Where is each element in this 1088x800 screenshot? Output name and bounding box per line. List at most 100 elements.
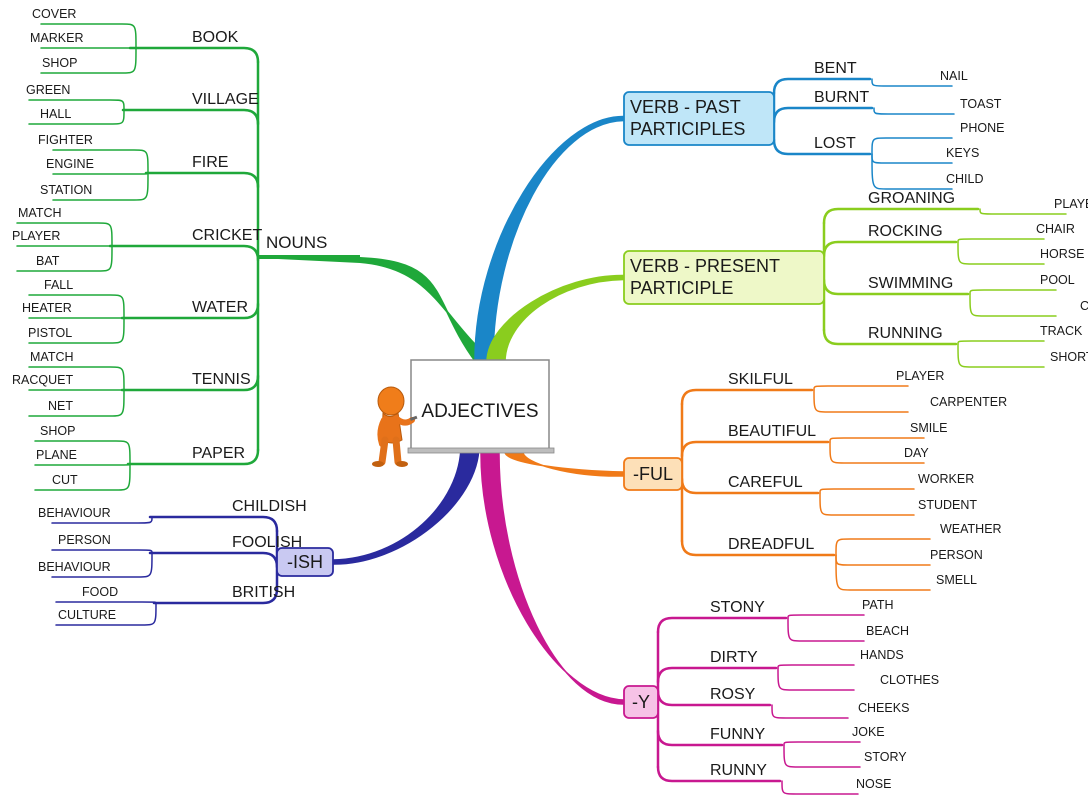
child-label-4-2: CAREFUL [728,474,803,491]
child-label-3-2: SWIMMING [868,275,953,292]
child-label-0-2: FIRE [192,154,228,171]
leaf-connector-5-0-1 [787,617,865,642]
leaf-connector-3-2-1 [969,293,1057,317]
leaf-connector-0-1-1 [28,109,125,125]
leaf-label-5-3-0: JOKE [852,725,885,739]
child-connector-4-0 [680,388,814,406]
child-connector-0-5 [120,374,260,392]
central-topic: ADJECTIVES [372,359,555,467]
leaf-connector-1-0-0 [51,516,153,524]
leaf-connector-4-1-0 [829,437,925,443]
leaf-label-3-3-0: TRACK [1040,324,1083,338]
child-connector-5-1 [656,666,778,684]
leaf-label-0-3-1: PLAYER [12,229,60,243]
leaf-connector-0-3-2 [16,245,113,272]
branch-box-2[interactable] [623,91,775,146]
leaf-connector-2-2-2 [871,153,953,190]
leaf-connector-0-2-0 [52,149,149,174]
leaf-label-0-4-0: FALL [44,278,73,292]
child-connector-0-1 [121,108,260,126]
child-label-4-3: DREADFUL [728,536,814,553]
branch-label-2-0: VERB - PAST [630,97,741,117]
leaf-connector-1-2-0 [55,601,157,604]
leaf-label-1-2-0: FOOD [82,585,118,599]
child-connector-5-0 [656,616,788,634]
child-label-0-0: BOOK [192,29,239,46]
leaf-connector-0-3-0 [16,222,113,247]
child-connector-3-1 [822,240,958,258]
child-label-5-0: STONY [710,599,765,616]
leaf-label-4-0-0: PLAYER [896,369,944,383]
main-connector-nouns [257,256,495,363]
leaf-connector-3-0-0 [979,208,1067,215]
leaf-label-0-3-2: BAT [36,254,60,268]
child-label-3-3: RUNNING [868,325,943,342]
leaf-connector-0-2-1 [52,172,149,175]
child-label-1-1: FOOLISH [232,534,302,551]
central-topic-label: ADJECTIVES [421,401,538,422]
leaf-connector-1-1-1 [51,552,153,578]
child-connector-0-0 [128,46,260,64]
leaf-label-0-2-1: ENGINE [46,157,94,171]
branch-label-2-1: PARTICIPLES [630,119,745,139]
leaf-connector-0-0-2 [40,47,137,74]
leaf-connector-4-3-1 [835,554,931,566]
child-label-4-0: SKILFUL [728,371,793,388]
leaf-connector-5-4-0 [781,780,859,795]
leaf-connector-4-0-1 [813,389,909,413]
leaf-label-4-1-1: DAY [904,446,929,460]
branch-label-nouns: NOUNS [266,233,327,252]
leaf-label-4-3-0: WEATHER [940,522,1002,536]
child-label-5-3: FUNNY [710,726,765,743]
leaf-connector-4-3-2 [835,554,931,591]
leaf-label-0-5-0: MATCH [30,350,74,364]
branch-box-1[interactable] [276,547,334,577]
leaf-connector-0-6-1 [34,463,131,466]
leaf-label-0-2-0: FIGHTER [38,133,93,147]
leaf-label-5-1-1: CLOTHES [880,673,939,687]
leaf-connector-3-2-0 [969,289,1057,295]
child-connector-5-3 [656,729,784,747]
leaf-label-1-1-1: BEHAVIOUR [38,560,111,574]
branch-1: -ISHCHILDISHBEHAVIOURFOOLISHPERSONBEHAVI… [38,498,334,622]
leaf-label-2-0-0: NAIL [940,69,968,83]
child-label-0-5: TENNIS [192,371,251,388]
branch-3: VERB - PRESENTPARTICIPLEGROANINGPLAYERRO… [623,190,1088,364]
leaf-label-4-2-0: WORKER [918,472,974,486]
child-label-0-4: WATER [192,299,248,316]
leaf-connector-4-0-0 [813,385,909,391]
leaf-label-0-6-1: PLANE [36,448,77,462]
leaf-label-1-1-0: PERSON [58,533,111,547]
leaf-label-2-2-1: KEYS [946,146,979,160]
main-connector-3 [486,274,625,363]
leaf-connector-0-0-0 [40,23,137,49]
leaf-label-4-3-1: PERSON [930,548,983,562]
branch-box-4[interactable] [623,457,683,491]
presenter-figure-icon [372,386,418,467]
child-connector-2-0 [772,77,872,95]
leaf-connector-1-1-0 [51,549,153,554]
branch-box-5[interactable] [623,685,659,719]
leaf-label-0-5-1: RACQUET [12,373,73,387]
main-connector-4 [504,451,625,477]
child-connector-4-1 [680,440,830,458]
child-label-2-2: LOST [814,135,856,152]
whiteboard [410,359,550,451]
branch-box-3[interactable] [623,250,825,305]
branch-0: NOUNSBOOKCOVERMARKERSHOPVILLAGEGREENHALL… [12,7,327,487]
leaf-connector-3-1-0 [957,238,1045,243]
mind-map-nodes: NOUNSBOOKCOVERMARKERSHOPVILLAGEGREENHALL… [12,7,1088,791]
child-connector-0-4 [120,302,260,320]
leaf-label-3-2-1: COSTUME [1080,299,1088,313]
leaf-connector-2-2-0 [871,137,953,155]
leaf-label-0-6-2: CUT [52,473,78,487]
child-label-4-1: BEAUTIFUL [728,423,816,440]
leaf-connector-5-1-1 [777,667,855,691]
leaf-connector-4-1-1 [829,441,925,464]
leaf-label-3-1-1: HORSE [1040,247,1084,261]
leaf-connector-0-6-2 [34,463,131,491]
branch-label-4-0: -FUL [633,464,673,484]
leaf-connector-3-3-1 [957,343,1045,368]
